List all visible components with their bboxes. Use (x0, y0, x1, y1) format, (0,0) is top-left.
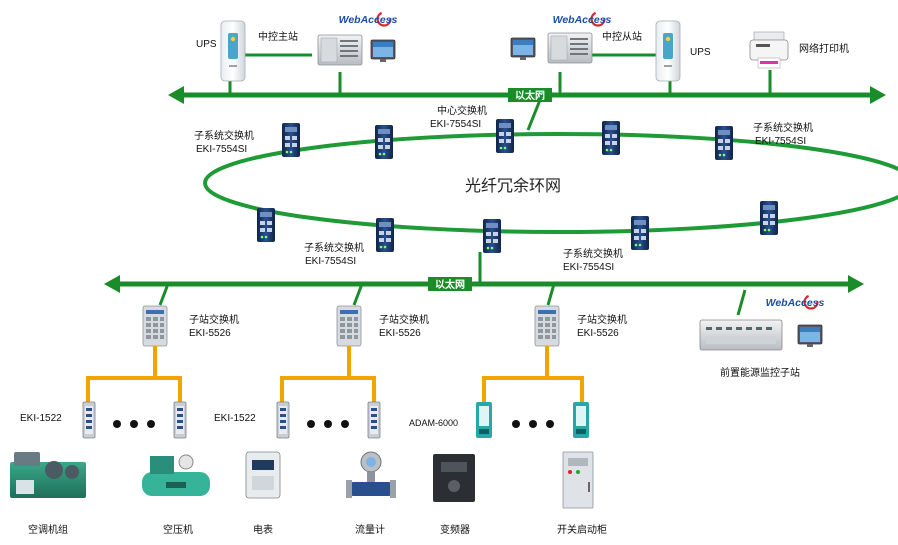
din-switch-icon (276, 401, 290, 439)
fiber-ring (203, 132, 898, 234)
ethernet-bottom-label: 以太网 (435, 278, 465, 291)
din-switch-icon (336, 305, 362, 347)
ac-unit-label: 空调机组 (28, 523, 68, 536)
substation-switch-model: EKI-5526 (189, 328, 231, 339)
meter-label: 电表 (253, 523, 273, 536)
ups-right-label: UPS (690, 47, 711, 58)
subsys-switch-label: 子系统交换机 (194, 129, 254, 142)
eki1522-label: EKI-1522 (214, 413, 256, 424)
subsys-switch-model: EKI-7554SI (563, 262, 614, 273)
ups-icon (655, 20, 681, 82)
ring-switch-icon (257, 208, 275, 242)
subsys-switch-model: EKI-7554SI (196, 144, 247, 155)
substation-switch-label: 子站交换机 (189, 313, 239, 326)
flowmeter-label: 流量计 (355, 523, 385, 536)
monitor-icon (510, 37, 536, 61)
core-switch-label: 中心交换机 (437, 104, 487, 117)
webaccess-logo (551, 11, 613, 28)
io-module-icon (573, 402, 589, 438)
fieldbus-lines (86, 346, 584, 410)
monitor-icon (370, 39, 396, 63)
ring-switch-icon (496, 119, 514, 153)
ring-switch-icon (631, 216, 649, 250)
substation-drops (158, 283, 747, 316)
webaccess-logo (764, 294, 826, 311)
subsys-switch-model: EKI-7554SI (305, 256, 356, 267)
ring-network-label: 光纤冗余环网 (465, 176, 561, 195)
ethernet-top-label: 以太网 (515, 89, 545, 102)
industrial-pc-icon (317, 34, 363, 66)
din-switch-icon (534, 305, 560, 347)
din-switch-icon (367, 401, 381, 439)
substation-switch-label: 子站交换机 (379, 313, 429, 326)
subsys-switch-label: 子系统交换机 (563, 247, 623, 260)
frontend-station-label: 前置能源监控子站 (720, 366, 800, 379)
master-station-label: 中控主站 (258, 30, 298, 43)
eki1522-label: EKI-1522 (20, 413, 62, 424)
slave-station-label: 中控从站 (602, 30, 642, 43)
substation-switch-model: EKI-5526 (379, 328, 421, 339)
printer-icon (749, 31, 789, 69)
substation-switch-label: 子站交换机 (577, 313, 627, 326)
substation-switch-model: EKI-5526 (577, 328, 619, 339)
meter-icon (245, 451, 281, 499)
ring-switch-icon (715, 126, 733, 160)
ring-switch-icon (760, 201, 778, 235)
compressor-icon (142, 454, 210, 496)
industrial-pc-icon (699, 319, 783, 351)
cabinet-icon (562, 451, 594, 509)
ring-switch-icon (376, 218, 394, 252)
network-printer-label: 网络打印机 (799, 42, 849, 55)
ellipsis-dots (113, 420, 554, 428)
ethernet-bus-bottom (104, 275, 864, 293)
inverter-label: 变频器 (440, 523, 470, 536)
ring-switch-icon (602, 121, 620, 155)
din-switch-icon (173, 401, 187, 439)
ring-switch-icon (375, 125, 393, 159)
monitor-icon (797, 324, 823, 348)
inverter-icon (433, 454, 475, 502)
flowmeter-icon (346, 451, 396, 498)
ups-icon (220, 20, 246, 82)
air-compressor-label: 空压机 (163, 523, 193, 536)
ring-switch-icon (282, 123, 300, 157)
webaccess-logo (337, 11, 399, 28)
subsys-switch-label: 子系统交换机 (753, 121, 813, 134)
subsys-switch-model: EKI-7554SI (755, 136, 806, 147)
switch-cabinet-label: 开关启动柜 (557, 523, 607, 536)
din-switch-icon (142, 305, 168, 347)
subsys-switch-label: 子系统交换机 (304, 241, 364, 254)
adam6000-label: ADAM-6000 (409, 418, 458, 428)
industrial-pc-icon (547, 32, 593, 64)
core-switch-model: EKI-7554SI (430, 119, 481, 130)
top-device-drops (228, 53, 772, 131)
io-module-icon (476, 402, 492, 438)
ethernet-bottom-label-bg (428, 277, 472, 291)
ac-unit-icon (10, 452, 86, 498)
ups-left-label: UPS (196, 39, 217, 50)
din-switch-icon (82, 401, 96, 439)
ring-switch-icon (483, 219, 501, 253)
